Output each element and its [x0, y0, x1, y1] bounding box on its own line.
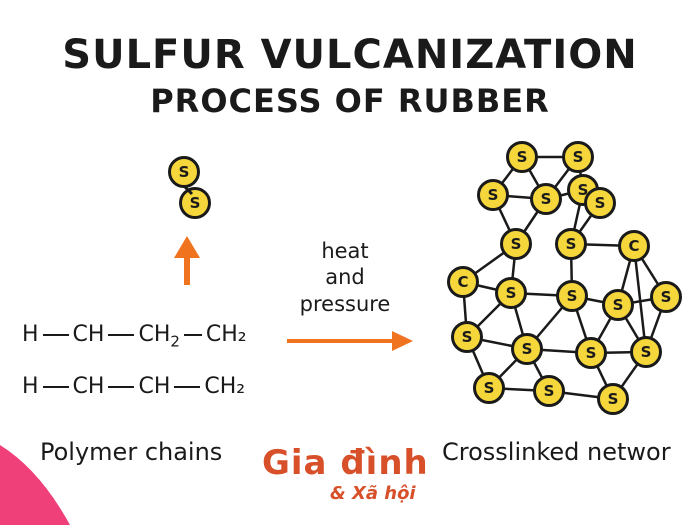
polymer-chains-label: Polymer chains	[40, 438, 223, 466]
network-atom-13: S	[650, 281, 682, 313]
chain1-ch: CH	[72, 322, 105, 347]
chain1-bond-2	[108, 334, 135, 336]
network-atom-16: S	[575, 337, 607, 369]
network-atom-7: S	[555, 228, 587, 260]
network-atom-17: S	[630, 336, 662, 368]
network-atom-12: S	[602, 289, 634, 321]
network-atom-1: S	[562, 141, 594, 173]
arrow-label-line-2: and	[325, 265, 365, 290]
chain1-bond-3	[183, 334, 202, 336]
network-atom-20: S	[597, 383, 629, 415]
crosslinked-network-label: Crosslinked networ	[442, 438, 671, 466]
chain2-bond-1	[42, 386, 69, 388]
chain2-h: H	[22, 374, 39, 399]
arrow-label-line-1: heat	[321, 239, 369, 263]
chain2-bond-3	[174, 386, 201, 388]
network-atom-6: S	[500, 228, 532, 260]
network-atom-18: S	[473, 372, 505, 404]
chain2-ch-a: CH	[72, 374, 105, 399]
chain1-h: H	[22, 322, 39, 347]
free-sulfur-atom-2: S	[179, 187, 211, 219]
network-atom-5: S	[584, 187, 616, 219]
watermark-sub-text: & Xã hội	[330, 483, 416, 504]
network-atom-3: S	[530, 183, 562, 215]
network-atom-9: C	[447, 266, 479, 298]
title-line-1: SULFUR VULCANIZATION	[62, 32, 638, 78]
network-atom-10: S	[495, 277, 527, 309]
chain1-bond-1	[42, 334, 69, 336]
chain2-bond-2	[108, 386, 135, 388]
network-atom-14: S	[451, 321, 483, 353]
right-arrow-head	[392, 331, 413, 351]
arrow-label: heat and pressure	[290, 238, 400, 317]
network-bond-40	[632, 245, 648, 353]
network-atom-19: S	[533, 375, 565, 407]
up-arrow-head	[174, 236, 200, 258]
network-atom-0: S	[506, 141, 538, 173]
watermark-main-text: Gia đình	[262, 443, 429, 483]
network-atom-15: S	[511, 333, 543, 365]
chain2-ch2: CH₂	[204, 374, 246, 399]
network-atom-11: S	[556, 280, 588, 312]
title-line-2: PROCESS OF RUBBER	[150, 82, 550, 120]
s2-bond	[182, 184, 194, 196]
chain1-ch2-a: CH2	[138, 322, 179, 350]
chain1-ch2-a-text: CH	[138, 322, 171, 347]
chain1-ch2-b: CH₂	[205, 322, 247, 347]
arrow-label-line-3: pressure	[299, 291, 391, 316]
watermark-logo: Gia đình & Xã hội	[262, 443, 429, 504]
chain2-ch-b: CH	[138, 374, 171, 399]
network-atom-2: S	[477, 179, 509, 211]
network-atom-8: C	[618, 230, 650, 262]
chain1-ch2-a-sub: 2	[170, 332, 180, 351]
polymer-chain-2: H CH CH CH₂	[22, 374, 245, 399]
